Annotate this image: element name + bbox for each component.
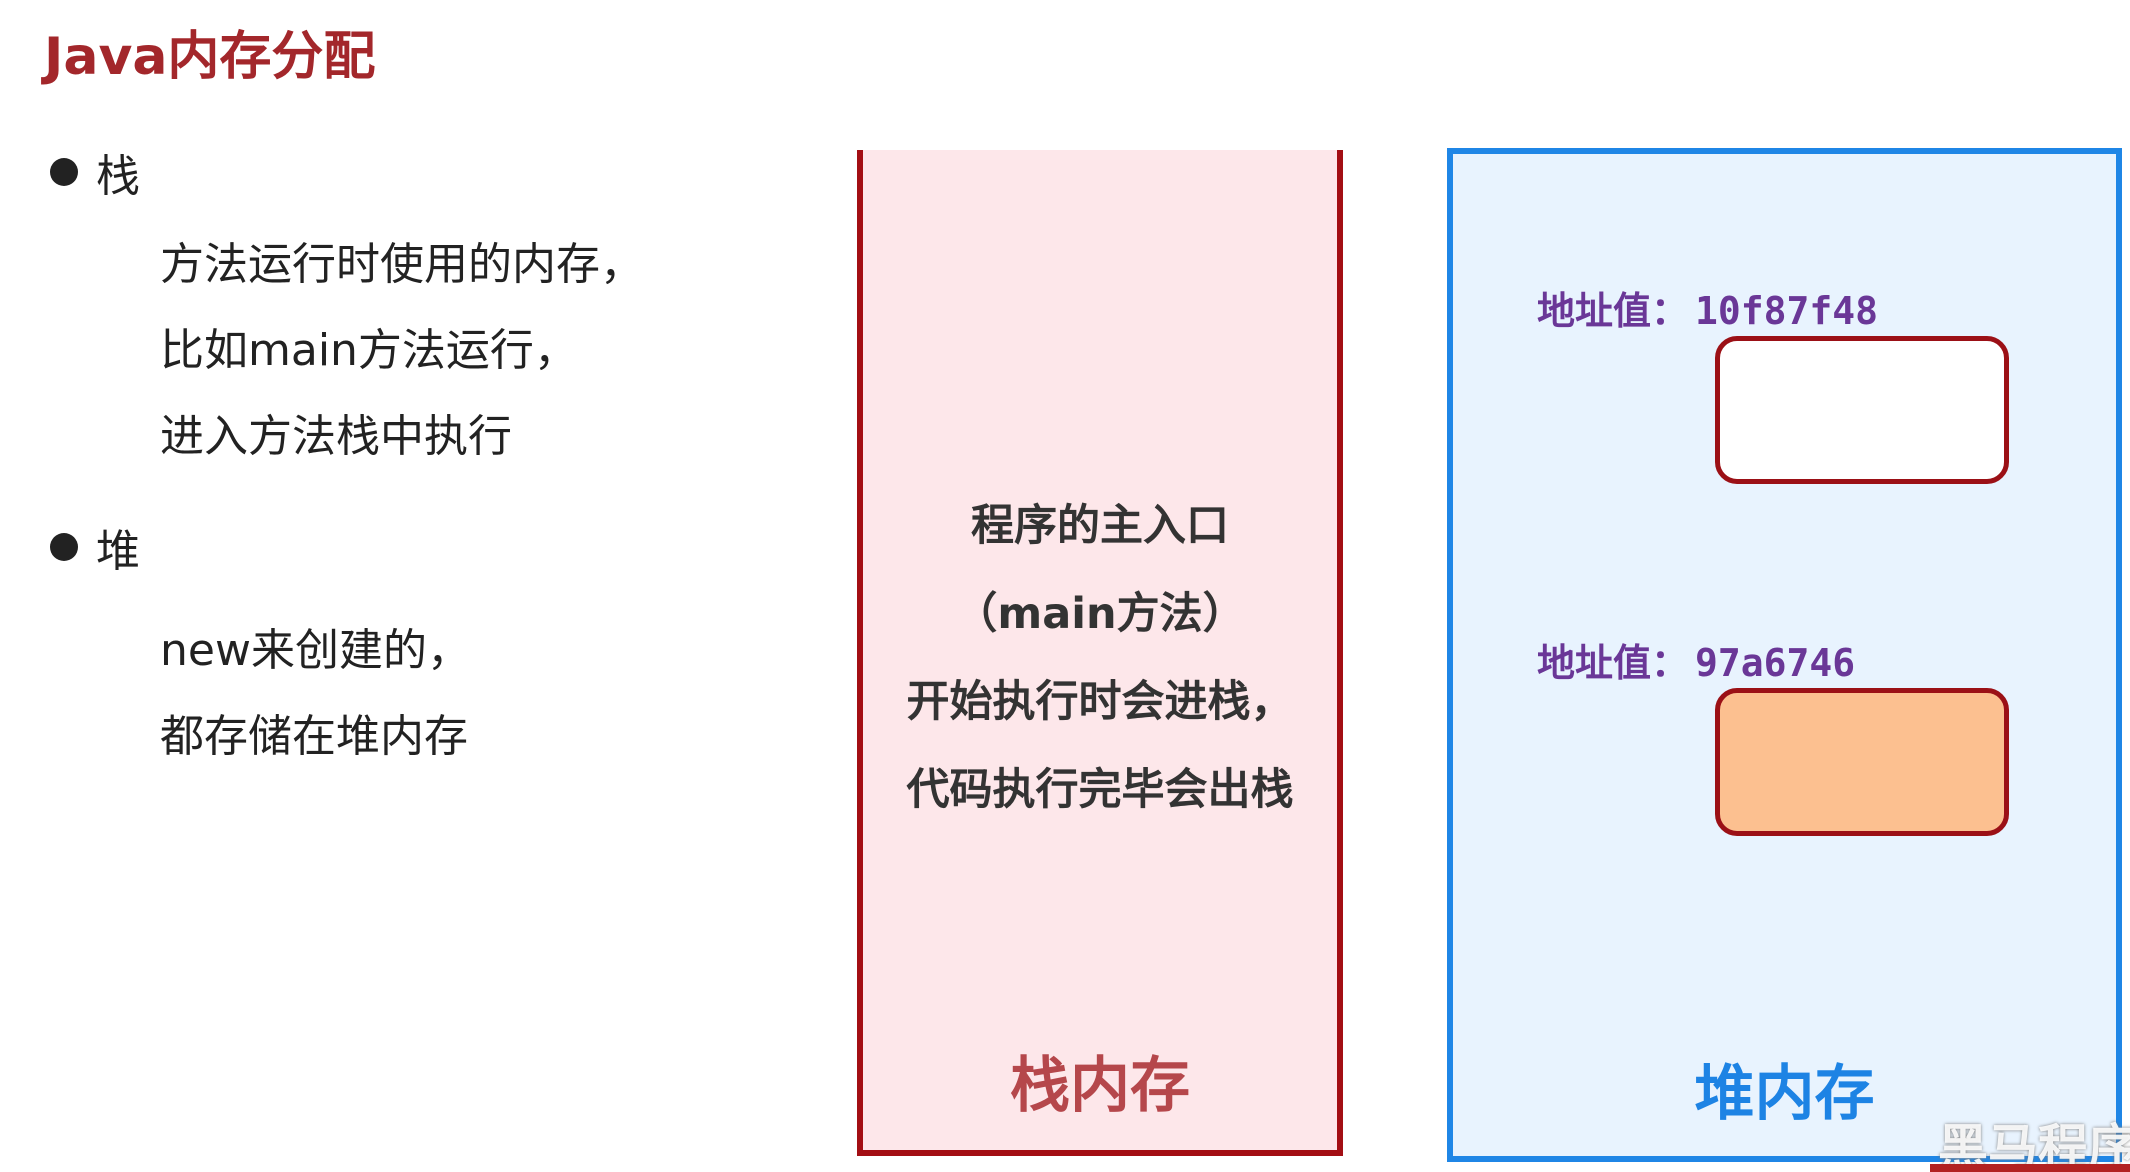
stack-desc-line: 方法运行时使用的内存， xyxy=(160,239,644,290)
watermark-text: 黑马程序员 xyxy=(1938,1119,2130,1172)
bullet-stack-heading: 栈 xyxy=(96,151,140,202)
stack-memory-box: 程序的主入口 （main方法） 开始执行时会进栈， 代码执行完毕会出栈 栈内存 xyxy=(857,150,1343,1156)
stack-text-line: 代码执行完毕会出栈 xyxy=(906,765,1294,815)
address-prefix: 地址值： xyxy=(1537,289,1690,333)
address-prefix: 地址值： xyxy=(1537,641,1690,685)
heap-object-1 xyxy=(1715,336,2009,484)
heap-desc-line: new来创建的， xyxy=(160,625,471,676)
watermark-logo: 黑马程序员 xyxy=(1930,1112,2130,1172)
stack-desc-line: 进入方法栈中执行 xyxy=(160,411,512,462)
bullet-stack: 栈 xyxy=(50,140,140,204)
heap-memory-label: 堆内存 xyxy=(1694,1059,1875,1129)
stack-text-line: （main方法） xyxy=(954,589,1246,639)
bullet-dot-icon xyxy=(50,533,78,561)
bullet-dot-icon xyxy=(50,158,78,186)
address-value: 10f87f48 xyxy=(1695,289,1879,333)
slide-title: Java内存分配 xyxy=(44,27,376,87)
bullet-heap-heading: 堆 xyxy=(96,526,140,577)
address-value: 97a6746 xyxy=(1695,641,1856,685)
stack-desc-line: 比如main方法运行， xyxy=(160,325,578,376)
heap-memory-box: 地址值：10f87f48 地址值：97a6746 堆内存 xyxy=(1447,148,2122,1162)
bullet-heap: 堆 xyxy=(50,515,140,579)
stack-memory-label: 栈内存 xyxy=(1010,1051,1190,1121)
stack-text-line: 程序的主入口 xyxy=(971,501,1229,551)
heap-object-2 xyxy=(1715,688,2009,836)
address-label-2: 地址值：97a6746 xyxy=(1537,632,1855,687)
address-label-1: 地址值：10f87f48 xyxy=(1537,280,1878,335)
heap-description: new来创建的， 都存储在堆内存 xyxy=(160,608,471,780)
stack-memory-text: 程序的主入口 （main方法） 开始执行时会进栈， 代码执行完毕会出栈 xyxy=(863,482,1337,834)
watermark-bar xyxy=(1930,1164,2130,1172)
stack-description: 方法运行时使用的内存， 比如main方法运行， 进入方法栈中执行 xyxy=(160,222,644,480)
stack-text-line: 开始执行时会进栈， xyxy=(906,677,1294,727)
heap-desc-line: 都存储在堆内存 xyxy=(160,711,468,762)
